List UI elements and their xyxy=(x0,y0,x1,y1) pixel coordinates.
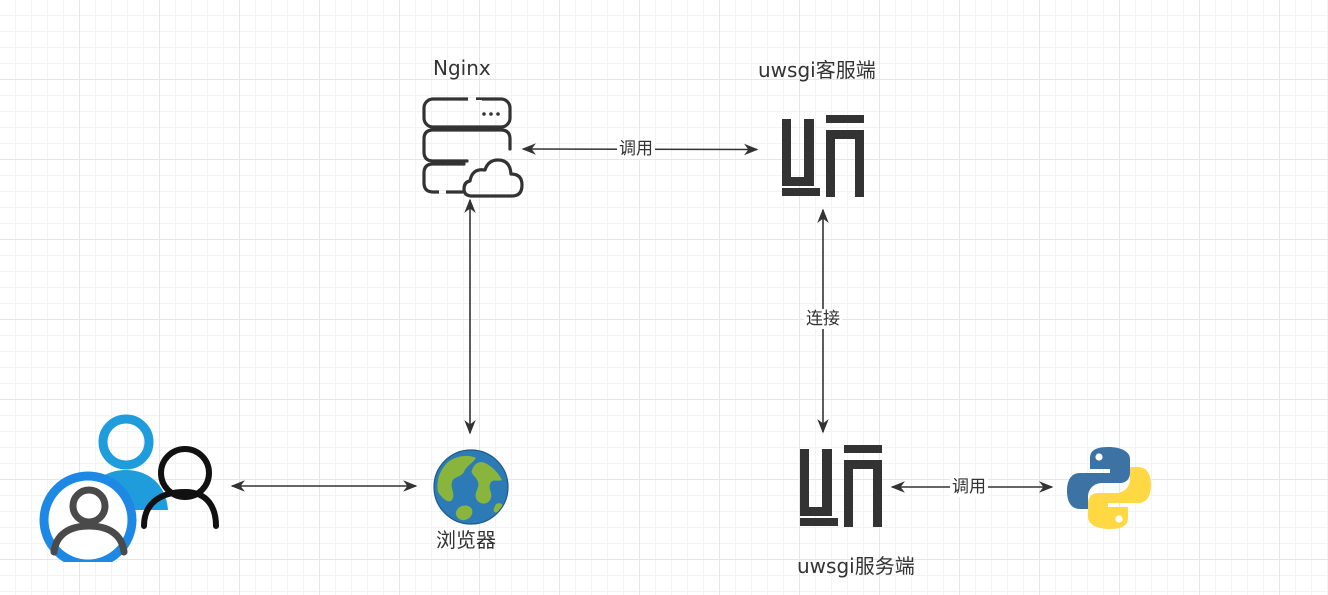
python-icon xyxy=(1067,447,1151,529)
browser-label: 浏览器 xyxy=(436,528,496,552)
users-icon xyxy=(39,414,219,562)
uwsgi-client-label: uwsgi客服端 xyxy=(758,58,876,82)
globe-icon xyxy=(433,449,509,525)
edge-label-nginx-client: 调用 xyxy=(617,139,655,159)
uwsgi-icon xyxy=(782,115,864,197)
server-cloud-icon xyxy=(422,97,524,198)
uwsgi-server-label: uwsgi服务端 xyxy=(797,554,915,578)
edge-label-client-server: 连接 xyxy=(804,309,842,329)
nginx-label: Nginx xyxy=(433,56,491,80)
uwsgi-server-icon xyxy=(800,445,882,527)
edge-label-server-python: 调用 xyxy=(950,477,988,497)
